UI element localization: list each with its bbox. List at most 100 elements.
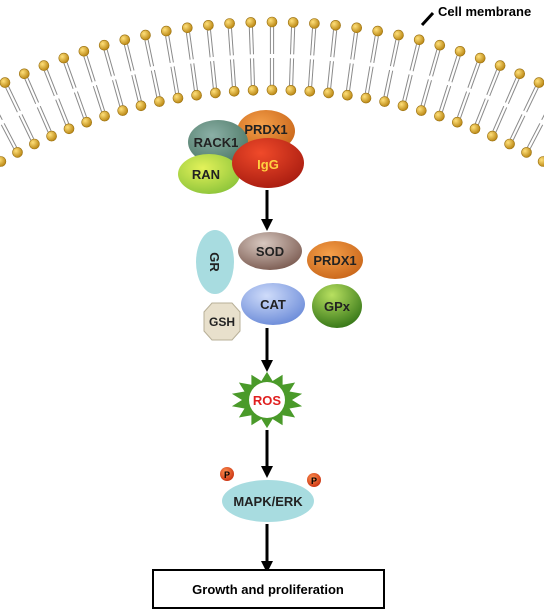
lipid-head	[351, 22, 363, 34]
lipid-tail	[474, 98, 486, 124]
lipid-tail	[76, 91, 87, 118]
lipid-head	[393, 29, 404, 41]
lipid-head	[0, 77, 11, 88]
lipid-head	[172, 92, 184, 104]
lipid-tail	[412, 44, 421, 72]
lipid-head	[451, 116, 463, 128]
lipid-tail	[5, 87, 18, 113]
lipid-tail	[229, 59, 233, 87]
lipid-tail	[368, 66, 374, 94]
lipid-tail	[27, 77, 40, 103]
lipid-tail	[405, 74, 413, 102]
lipid-tail	[512, 115, 526, 141]
lipid-head	[38, 60, 50, 71]
antioxidant-cat	[241, 283, 305, 325]
lipid-tail	[127, 44, 135, 71]
lipid-head	[413, 34, 425, 46]
lipid-tail	[73, 92, 84, 119]
lipid-tail	[150, 70, 158, 98]
lipid-tail	[489, 70, 501, 97]
lipid-head	[46, 130, 57, 142]
lipid-tail	[83, 56, 93, 83]
lipid-tail	[173, 66, 180, 93]
lipid-tail	[507, 78, 520, 104]
lipid-head	[182, 22, 193, 34]
lipid-tail	[0, 114, 3, 121]
lipid-tail	[36, 107, 49, 133]
lipid-head	[228, 86, 240, 97]
outcome-box	[152, 569, 385, 609]
antioxidant-gpx-label: GPx	[324, 299, 351, 314]
lipid-head	[117, 105, 128, 116]
phospho-left-icon	[220, 467, 234, 481]
lipid-head	[266, 16, 278, 28]
phospho-right-icon	[307, 473, 321, 487]
lipid-tail	[131, 74, 139, 102]
lipid-tail	[389, 39, 397, 67]
lipid-tail	[330, 61, 334, 89]
lipid-head	[474, 52, 486, 64]
lipid-tail	[523, 86, 536, 112]
antioxidant-gr-label: GR	[207, 252, 222, 272]
lipid-tail	[420, 79, 429, 106]
lipid-tail	[147, 39, 155, 67]
lipid-tail	[170, 66, 176, 94]
lipid-tail	[231, 28, 234, 56]
mapk-erk-label: MAPK/ERK	[233, 494, 303, 509]
lipid-tail	[386, 70, 394, 98]
lipid-tail	[495, 107, 508, 133]
antioxidant-gr	[196, 230, 234, 294]
lipid-head	[99, 110, 110, 122]
lipid-tail	[293, 27, 296, 55]
lipid-tail	[165, 36, 171, 63]
ros-label: ROS	[253, 393, 282, 408]
lipid-tail	[190, 63, 195, 91]
lipid-head	[0, 156, 7, 167]
phospho-left-label: P	[224, 470, 230, 480]
lipid-head	[58, 52, 70, 64]
antioxidant-prdx1-label: PRDX1	[313, 253, 356, 268]
lipid-head	[304, 86, 316, 97]
lipid-tail	[206, 30, 211, 58]
lipid-head	[63, 123, 75, 135]
lipid-tail	[492, 105, 505, 132]
lipid-tail	[290, 27, 292, 55]
lipid-head	[119, 34, 131, 46]
lipid-head	[98, 39, 110, 51]
lipid-head	[78, 45, 90, 57]
lipid-tail	[308, 59, 311, 87]
lipid-tail	[63, 63, 74, 89]
lipid-head	[154, 96, 165, 107]
lipid-tail	[509, 114, 523, 140]
lipid-tail	[364, 66, 371, 93]
phospho-right-label: P	[311, 476, 317, 486]
lipid-tail	[46, 69, 58, 95]
lipid-tail	[134, 74, 142, 101]
lipid-head	[81, 116, 92, 128]
lipid-tail	[249, 58, 252, 86]
lipid-tail	[393, 40, 400, 67]
lipid-tail	[248, 27, 251, 55]
lipid-head	[514, 68, 526, 80]
membrane-pointer	[420, 11, 435, 27]
lipid-head	[140, 29, 151, 41]
lipid-tail	[193, 63, 198, 91]
complex-rack1-label: RACK1	[194, 135, 239, 150]
complex-ran	[178, 154, 240, 194]
lipid-tail	[66, 62, 77, 88]
lipid-tail	[43, 70, 55, 97]
lipid-tail	[21, 114, 35, 140]
lipid-tail	[8, 86, 21, 112]
lipid-tail	[346, 63, 351, 91]
lipid-head	[191, 89, 202, 101]
lipid-tail	[115, 79, 124, 106]
ros-core	[249, 382, 285, 418]
lipid-tail	[213, 60, 217, 88]
lipid-tail	[350, 32, 355, 60]
outcome-label: Growth and proliferation	[192, 582, 344, 597]
lipid-head	[360, 92, 372, 104]
lipid-tail	[349, 63, 354, 91]
lipid-tail	[432, 50, 441, 77]
lipid-tail	[330, 30, 334, 57]
